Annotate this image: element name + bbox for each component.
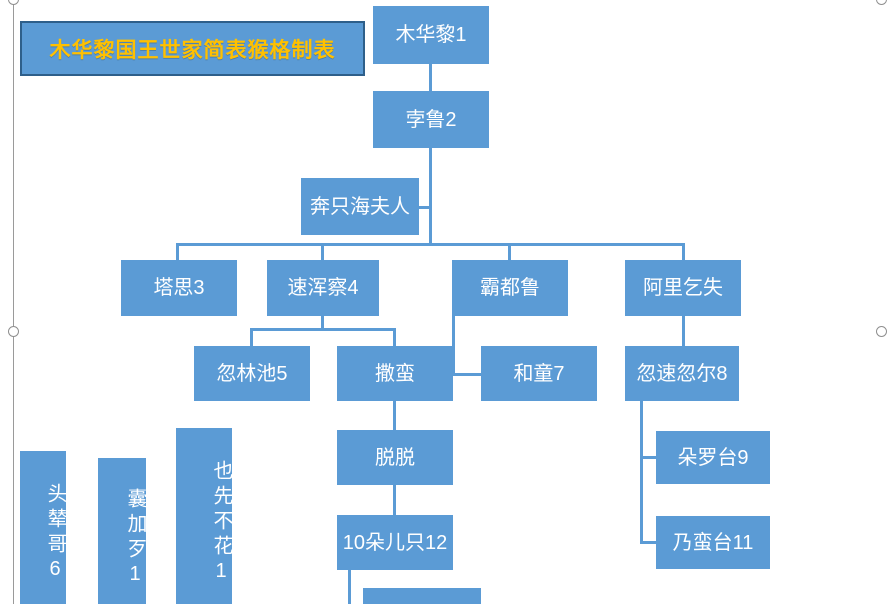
node-label: 木华黎1 <box>395 24 467 46</box>
node-label: 和童7 <box>513 362 565 385</box>
selection-handle-top-right[interactable] <box>876 0 887 5</box>
node-hu-su-hu-er-8[interactable]: 忽速忽尔8 <box>625 346 739 401</box>
node-label: 忽速忽尔8 <box>636 362 728 385</box>
connector-drop-n8 <box>250 328 253 346</box>
connector-n12-n15 <box>393 485 396 515</box>
connector-bus-n5-children <box>250 328 396 331</box>
selection-handle-right-middle[interactable] <box>876 326 887 337</box>
connector-n5-trunk <box>321 316 324 330</box>
node-duo-er-zhi-12[interactable]: 10朵儿只12 <box>337 515 453 570</box>
connector-n3-spouse-stub <box>419 206 431 209</box>
node-label: 10朵儿只12 <box>342 531 448 554</box>
connector-n7-n11 <box>682 316 685 346</box>
node-ba-du-lu[interactable]: 霸都鲁 <box>452 260 568 316</box>
node-label: 头辇哥6 <box>44 483 66 585</box>
node-bo-lu-2[interactable]: 孛鲁2 <box>373 91 489 148</box>
node-label: 塔思3 <box>153 277 205 299</box>
connector-n11-n14-horizontal <box>640 541 656 544</box>
node-duo-luo-tai-9[interactable]: 朵罗台9 <box>656 431 770 484</box>
node-su-hun-cha-4[interactable]: 速浑察4 <box>267 260 379 316</box>
node-a-li-qi-shi[interactable]: 阿里乞失 <box>625 260 741 316</box>
node-ye-xian-bu-hua-1[interactable]: 也先不花1 <box>176 428 232 604</box>
node-label: 乃蛮台11 <box>672 531 754 554</box>
node-label: 孛鲁2 <box>405 108 457 131</box>
node-label: 忽林池5 <box>216 362 288 385</box>
connector-bus-generation-4 <box>176 243 685 246</box>
node-nai-man-tai-11[interactable]: 乃蛮台11 <box>656 516 770 569</box>
node-label: 撒蛮 <box>375 362 415 385</box>
connector-drop-n6 <box>508 243 511 260</box>
node-nang-jia-dai-1[interactable]: 囊加歹1 <box>98 458 146 604</box>
connector-n9-n12 <box>393 401 396 430</box>
node-clipped-below-duo-er-zhi[interactable] <box>363 588 481 604</box>
node-tuo-tuo[interactable]: 脱脱 <box>337 430 453 485</box>
node-he-tong-7[interactable]: 和童7 <box>481 346 597 401</box>
chart-title-banner[interactable]: 木华黎国王世家简表猴格制表 <box>20 21 365 76</box>
connector-n2-trunk <box>429 148 432 243</box>
node-label: 霸都鲁 <box>480 277 540 299</box>
node-label: 速浑察4 <box>287 277 359 299</box>
selection-frame-left-edge[interactable] <box>13 0 14 604</box>
node-tou-nian-ge-6[interactable]: 头辇哥6 <box>20 451 66 604</box>
selection-handle-top-left[interactable] <box>8 0 19 5</box>
node-ben-zhi-hai-furen[interactable]: 奔只海夫人 <box>301 178 419 235</box>
chart-title-label: 木华黎国王世家简表猴格制表 <box>49 38 336 62</box>
connector-n15-vertical <box>348 570 351 604</box>
connector-n1-n2 <box>429 64 432 91</box>
node-mu-hua-li-1[interactable]: 木华黎1 <box>373 6 489 64</box>
connector-drop-n4 <box>176 243 179 260</box>
selection-handle-left-middle[interactable] <box>8 326 19 337</box>
node-label: 朵罗台9 <box>677 446 749 469</box>
connector-n11-bracket-vertical <box>640 401 643 544</box>
connector-drop-n9 <box>393 328 396 346</box>
node-label: 囊加歹1 <box>124 487 146 590</box>
connector-n6-n10-vertical <box>452 316 455 375</box>
connector-drop-n5 <box>321 243 324 260</box>
connector-drop-n7 <box>682 243 685 260</box>
connector-n11-n13-horizontal <box>640 456 656 459</box>
connector-n6-n10-horizontal <box>452 373 481 376</box>
node-label: 脱脱 <box>375 446 415 469</box>
node-ta-si-3[interactable]: 塔思3 <box>121 260 237 316</box>
node-label: 也先不花1 <box>210 460 232 587</box>
node-sa-man[interactable]: 撒蛮 <box>337 346 453 401</box>
node-label: 阿里乞失 <box>643 277 723 299</box>
node-hu-lin-chi-5[interactable]: 忽林池5 <box>194 346 310 401</box>
node-label: 奔只海夫人 <box>310 195 410 218</box>
